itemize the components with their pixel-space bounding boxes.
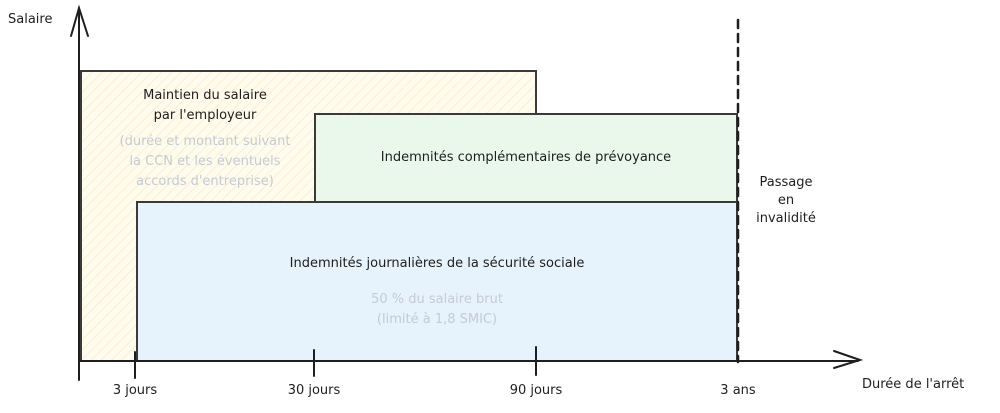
secu-note-line2: (limité à 1,8 SMIC) <box>376 312 498 327</box>
y-axis-label: Salaire <box>8 12 53 27</box>
employer-note: (durée et montant suivant la CCN et les … <box>90 132 320 192</box>
tick-label-90-jours: 90 jours <box>509 383 563 398</box>
x-axis-arrow-icon <box>833 350 864 369</box>
tick-label-3-jours: 3 jours <box>112 383 158 398</box>
employer-note-line1: (durée et montant suivant <box>119 134 291 149</box>
secu-note-line1: 50 % du salaire brut <box>371 292 503 307</box>
tick-label-30-jours: 30 jours <box>287 383 341 398</box>
invalidity-label: Passage en invalidité <box>742 174 830 228</box>
invalidity-line2: en <box>777 193 795 208</box>
employer-note-line3: accords d'entreprise) <box>136 174 274 189</box>
invalidity-line3: invalidité <box>756 211 816 226</box>
secu-title: Indemnités journalières de la sécurité s… <box>289 256 585 271</box>
employer-title-line1: Maintien du salaire <box>143 88 267 103</box>
employer-note-line2: la CCN et les éventuels <box>129 154 281 169</box>
employer-title: Maintien du salaire par l'employeur <box>100 86 310 126</box>
secu-note: 50 % du salaire brut (limité à 1,8 SMIC) <box>136 290 738 330</box>
y-axis-arrow-icon <box>70 4 89 37</box>
invalidity-line1: Passage <box>759 175 813 190</box>
secu-block <box>136 201 738 362</box>
prevoyance-title: Indemnités complémentaires de prévoyance <box>380 150 672 165</box>
tick-label-3-ans: 3 ans <box>720 383 756 398</box>
x-axis-label: Durée de l'arrêt <box>862 377 965 392</box>
employer-title-line2: par l'employeur <box>153 108 257 123</box>
